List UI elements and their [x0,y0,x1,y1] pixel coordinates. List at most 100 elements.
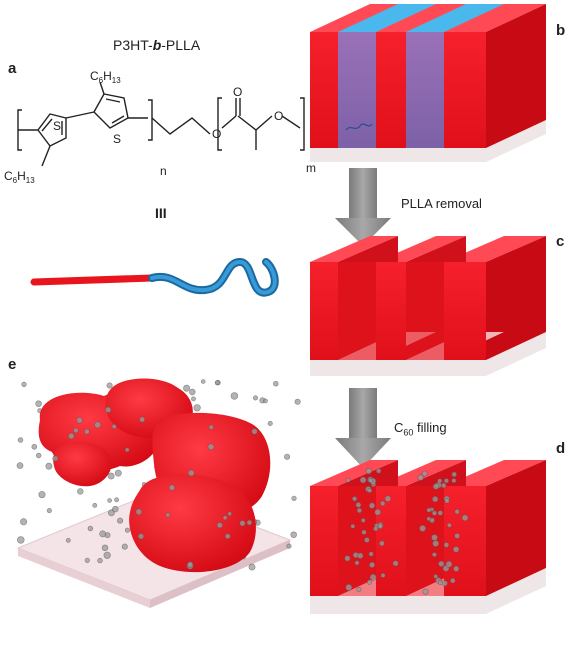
c60-particle [168,484,176,491]
c60-particle [376,468,382,474]
c60-particles-e-front [52,398,268,570]
c60-particle [114,497,119,503]
panel-c-nanostructure [310,236,546,376]
c60-particle [368,502,376,509]
c60-particle [65,538,71,543]
c60-particle [355,501,362,508]
c60-particle [443,542,450,548]
c60-particle [437,580,443,585]
c60-particle [454,509,460,515]
c60-particle [230,392,239,400]
c60-particle [20,518,28,526]
c60-particle [345,583,353,591]
oxygen-label-carbonyl: O [233,85,242,99]
c60-particle [135,508,143,516]
c60-particle [124,527,130,533]
c60-particle [227,511,232,517]
panel-b-nanostructure [310,4,546,162]
chemical-structure [17,81,305,167]
c60-particle [77,488,84,495]
c60-particle [21,381,27,388]
c60-particle [369,573,377,581]
c60-particle [94,421,102,429]
oxygen-label-ether: O [212,127,221,141]
panel-label-c: c [556,233,565,250]
c60-particle [35,400,42,407]
c60-particle [378,540,385,547]
c60-particle [193,404,201,412]
c60-particle [451,478,457,484]
c60-particle [68,432,75,440]
c60-particle [216,522,223,529]
c60-particle [417,474,424,481]
c60-particle [431,552,437,558]
c60-particle [431,534,438,541]
c60-particle [446,522,452,528]
sulfur-label-1: S [53,119,61,133]
c60-particle [107,472,115,480]
sulfur-label-2: S [113,132,121,146]
panel-label-d: d [556,440,566,457]
c60-particle [437,510,444,516]
c60-particle [251,428,258,435]
c60-particle [253,395,259,401]
c60-particle [262,398,268,404]
c60-particle [99,530,107,538]
c60-particle [373,526,379,532]
c60-particle [38,491,46,499]
polymer-name: P3HT-b-PLLA [113,37,201,53]
subscript-n: n [160,164,167,178]
c60-particle [239,520,246,527]
c60-particle [438,560,445,567]
c60-particle [17,536,25,544]
c60-particle [84,428,90,435]
plla-domain-1 [338,32,376,148]
c60-particle [294,398,301,405]
c60-particle [454,533,460,539]
c60-particle [419,524,427,532]
c60-particle [422,588,429,595]
c60-particle [377,523,384,530]
c60-particle [366,579,373,585]
c60-particle [445,560,453,568]
step-label-removal: PLLA removal [401,196,482,211]
c60-particle [380,572,386,578]
c60-particle [73,427,79,434]
c60-particle [246,519,253,526]
c60-particle [351,496,358,502]
c60-particle [108,509,115,517]
c60-particle [284,453,291,460]
c60-particle [452,546,460,553]
c60-particle [273,381,279,387]
c60-particle [345,477,351,483]
c60-particle [426,507,432,513]
hexyl-label-lower: C6H13 [4,169,35,185]
c60-particle [200,379,206,384]
c60-particle [46,508,52,514]
c60-particle [267,420,273,426]
block-copolymer-cartoon [30,257,279,297]
c60-particle [189,388,196,396]
c60-particle [117,517,124,524]
c60-particle [433,574,439,579]
c60-particle [431,510,438,516]
panel-label-b: b [556,22,566,39]
c60-particle [52,455,59,462]
c60-particle [101,544,109,551]
c60-particle [84,557,90,563]
c60-particle [367,488,373,493]
c60-particle [121,543,128,550]
c60-particle [286,543,292,549]
c60-particle [207,443,215,451]
c60-particle [139,416,146,423]
c60-particle [17,437,24,443]
c60-particle [369,561,376,569]
step-label-filling: C60 filling [394,420,447,438]
thiophene-ring-1 [37,113,67,147]
c60-particle [354,560,360,566]
p3ht-domain-5 [53,441,112,487]
c60-particle [45,462,53,470]
c60-particles-d [344,467,469,595]
c60-particle [453,565,460,572]
